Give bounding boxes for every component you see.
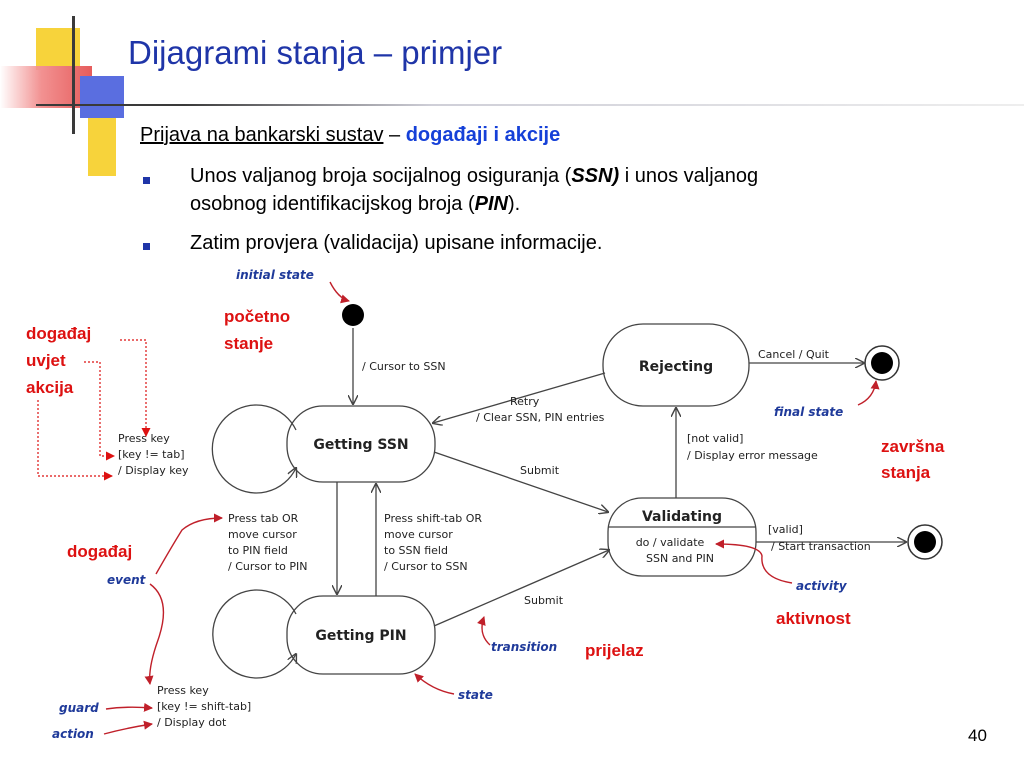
retry-label-2: / Clear SSN, PIN entries <box>476 411 605 424</box>
bullet-1-text-end: ). <box>507 193 521 215</box>
hr-label-akcija: akcija <box>26 378 74 397</box>
subtitle-dash: – <box>383 124 406 146</box>
hr-label-stanja: stanja <box>881 463 931 482</box>
bullet-1-ssn: SSN) <box>571 165 620 187</box>
submit-pin-label: Submit <box>524 594 564 607</box>
annotation-state-arrow <box>414 673 455 695</box>
pin-to-ssn-label-4: / Cursor to SSN <box>384 560 468 573</box>
bullet-1-text-mid: i unos valjanog <box>619 165 759 187</box>
not-valid-label-1: [not valid] <box>687 432 743 445</box>
annotation-activity-arrow <box>715 539 793 584</box>
submit-pin-transition-arrow <box>433 550 609 627</box>
subtitle-topic: Prijava na bankarski sustav <box>140 124 384 146</box>
final-state-2-dot <box>914 531 936 553</box>
bullet-marker <box>143 177 150 184</box>
ssn-self-label-2: [key != tab] <box>118 448 185 461</box>
validating-activity-line1: do / validate <box>636 536 705 549</box>
annotation-transition-arrow <box>477 616 491 646</box>
annotation-state: state <box>458 688 493 702</box>
slide-title: Dijagrami stanja – primjer <box>128 34 503 71</box>
bullet-item-2: Zatim provjera (validacija) upisane info… <box>190 232 603 254</box>
annotation-guard-arrow <box>105 702 153 712</box>
valid-label-2: / Start transaction <box>771 540 871 553</box>
hr-label-uvjet: uvjet <box>26 351 66 370</box>
annotation-event-arrow-up <box>155 513 223 575</box>
hr-label-pocetno: početno <box>224 307 290 326</box>
annotation-guard: guard <box>59 701 99 715</box>
submit-ssn-transition-arrow <box>433 451 608 512</box>
pin-self-label-3: / Display dot <box>157 716 227 729</box>
slide-subtitle: Prijava na bankarski sustav – događaji i… <box>140 124 560 147</box>
annotation-event: event <box>107 573 147 587</box>
bullet-item-1: Unos valjanog broja socijalnog osiguranj… <box>190 162 950 218</box>
annotation-final-state-arrow <box>857 380 880 406</box>
submit-ssn-label: Submit <box>520 464 560 477</box>
hr-dotted-connector-action <box>37 400 113 481</box>
state-getting-ssn-label: Getting SSN <box>313 437 408 453</box>
annotation-event-arrow-down <box>144 583 165 685</box>
state-getting-ssn <box>286 405 436 483</box>
state-rejecting <box>602 323 750 407</box>
pin-self-label-1: Press key <box>157 684 209 697</box>
pin-to-ssn-label-2: move cursor <box>384 528 453 541</box>
ssn-self-label-1: Press key <box>118 432 170 445</box>
initial-transition-label: / Cursor to SSN <box>362 360 446 373</box>
annotation-initial-state-arrow <box>329 281 350 304</box>
cancel-transition-label: Cancel / Quit <box>758 348 830 361</box>
validating-activity-line2: SSN and PIN <box>646 552 714 565</box>
decor-vertical-line <box>72 16 75 134</box>
state-rejecting-label: Rejecting <box>639 359 713 375</box>
bullet-1-pin: PIN <box>474 193 508 215</box>
pin-self-label-2: [key != shift-tab] <box>157 700 251 713</box>
hr-label-stanje: stanje <box>224 334 273 353</box>
state-getting-pin <box>286 595 436 675</box>
page-number: 40 <box>968 726 987 745</box>
decor-horizontal-line <box>36 104 1024 106</box>
bullet-marker <box>143 243 150 250</box>
bullet-1-text: Unos valjanog broja socijalnog osiguranj… <box>190 165 572 187</box>
pin-self-loop <box>212 589 296 679</box>
bullet-1-text-line2: osobnog identifikacijskog broja ( <box>190 193 475 215</box>
annotation-final-state: final state <box>774 405 843 419</box>
hr-label-dogadaj: događaj <box>67 542 132 561</box>
hr-dotted-connector-event <box>120 339 151 437</box>
decor-blue-square <box>80 76 124 118</box>
ssn-to-pin-label-4: / Cursor to PIN <box>228 560 308 573</box>
hr-label-zavrsna: završna <box>881 437 945 456</box>
ssn-to-pin-label-2: move cursor <box>228 528 297 541</box>
ssn-self-label-3: / Display key <box>118 464 189 477</box>
state-validating-label: Validating <box>642 509 722 525</box>
initial-state-dot <box>342 304 364 326</box>
final-state-1-dot <box>871 352 893 374</box>
annotation-action: action <box>52 727 94 741</box>
hr-label-prijelaz: prijelaz <box>585 641 644 660</box>
pin-to-ssn-label-3: to SSN field <box>384 544 448 557</box>
hr-dotted-connector-guard <box>84 361 115 461</box>
ssn-self-loop <box>211 404 296 494</box>
not-valid-label-2: / Display error message <box>687 449 818 462</box>
state-validating <box>607 497 757 577</box>
retry-transition-arrow <box>433 372 606 423</box>
hr-label-aktivnost: aktivnost <box>776 609 851 628</box>
pin-to-ssn-label-1: Press shift-tab OR <box>384 512 482 525</box>
annotation-transition: transition <box>491 640 557 654</box>
decor-yellow-square-bottom <box>88 118 116 176</box>
decor-red-gradient-bar <box>0 66 92 108</box>
subtitle-emphasis: događaji i akcije <box>405 124 561 146</box>
ssn-to-pin-label-1: Press tab OR <box>228 512 299 525</box>
annotation-initial-state: initial state <box>236 268 314 282</box>
ssn-to-pin-label-3: to PIN field <box>228 544 288 557</box>
annotation-activity: activity <box>796 579 848 593</box>
hr-label-dogadaj-top: događaj <box>26 324 91 343</box>
annotation-action-arrow <box>103 720 153 735</box>
state-getting-pin-label: Getting PIN <box>315 628 406 644</box>
retry-label-1: Retry <box>510 395 540 408</box>
valid-label-1: [valid] <box>768 523 803 536</box>
